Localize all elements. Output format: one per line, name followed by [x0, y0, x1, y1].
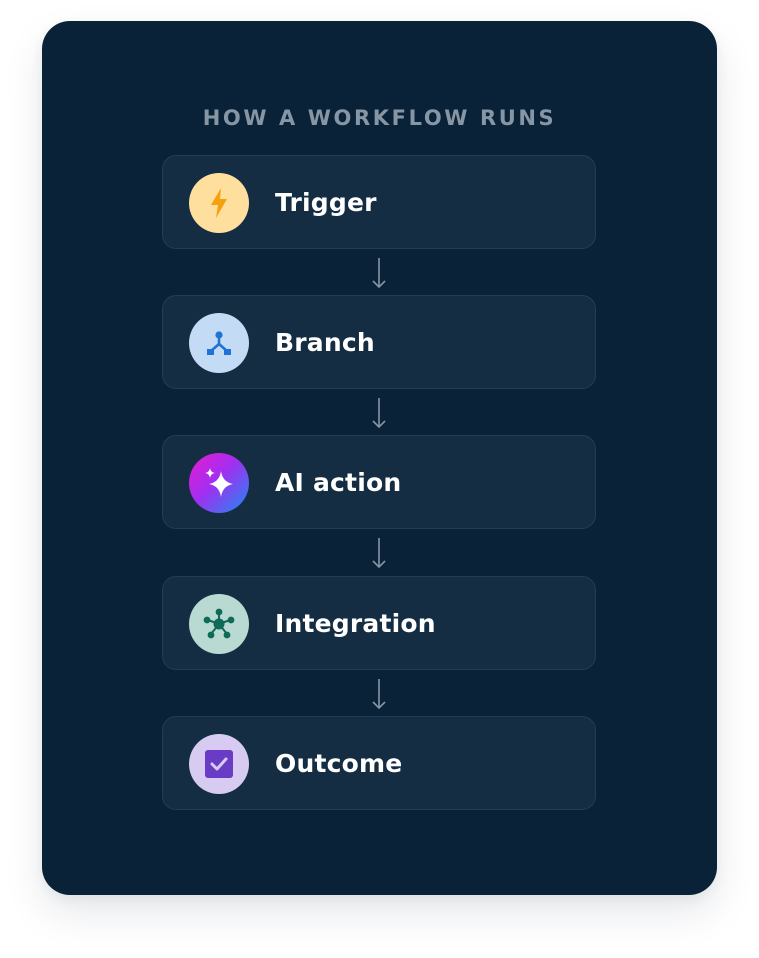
- panel-heading: HOW A WORKFLOW RUNS: [202, 106, 557, 130]
- sparkle-icon: [189, 453, 249, 513]
- step-branch: Branch: [162, 295, 596, 389]
- step-ai-action: AI action: [162, 435, 596, 529]
- branch-fork-icon: [189, 313, 249, 373]
- step-label: Outcome: [275, 748, 403, 778]
- lightning-bolt-icon: [189, 173, 249, 233]
- arrow-down-icon: [372, 258, 386, 289]
- step-label: Integration: [275, 608, 436, 638]
- step-outcome: Outcome: [162, 716, 596, 810]
- step-label: Branch: [275, 327, 375, 357]
- arrow-down-icon: [372, 679, 386, 710]
- network-hub-icon: [189, 594, 249, 654]
- step-label: Trigger: [275, 187, 377, 217]
- step-integration: Integration: [162, 576, 596, 670]
- arrow-down-icon: [372, 538, 386, 569]
- arrow-down-icon: [372, 398, 386, 429]
- checkbox-check-icon: [189, 734, 249, 794]
- step-label: AI action: [275, 467, 402, 497]
- step-trigger: Trigger: [162, 155, 596, 249]
